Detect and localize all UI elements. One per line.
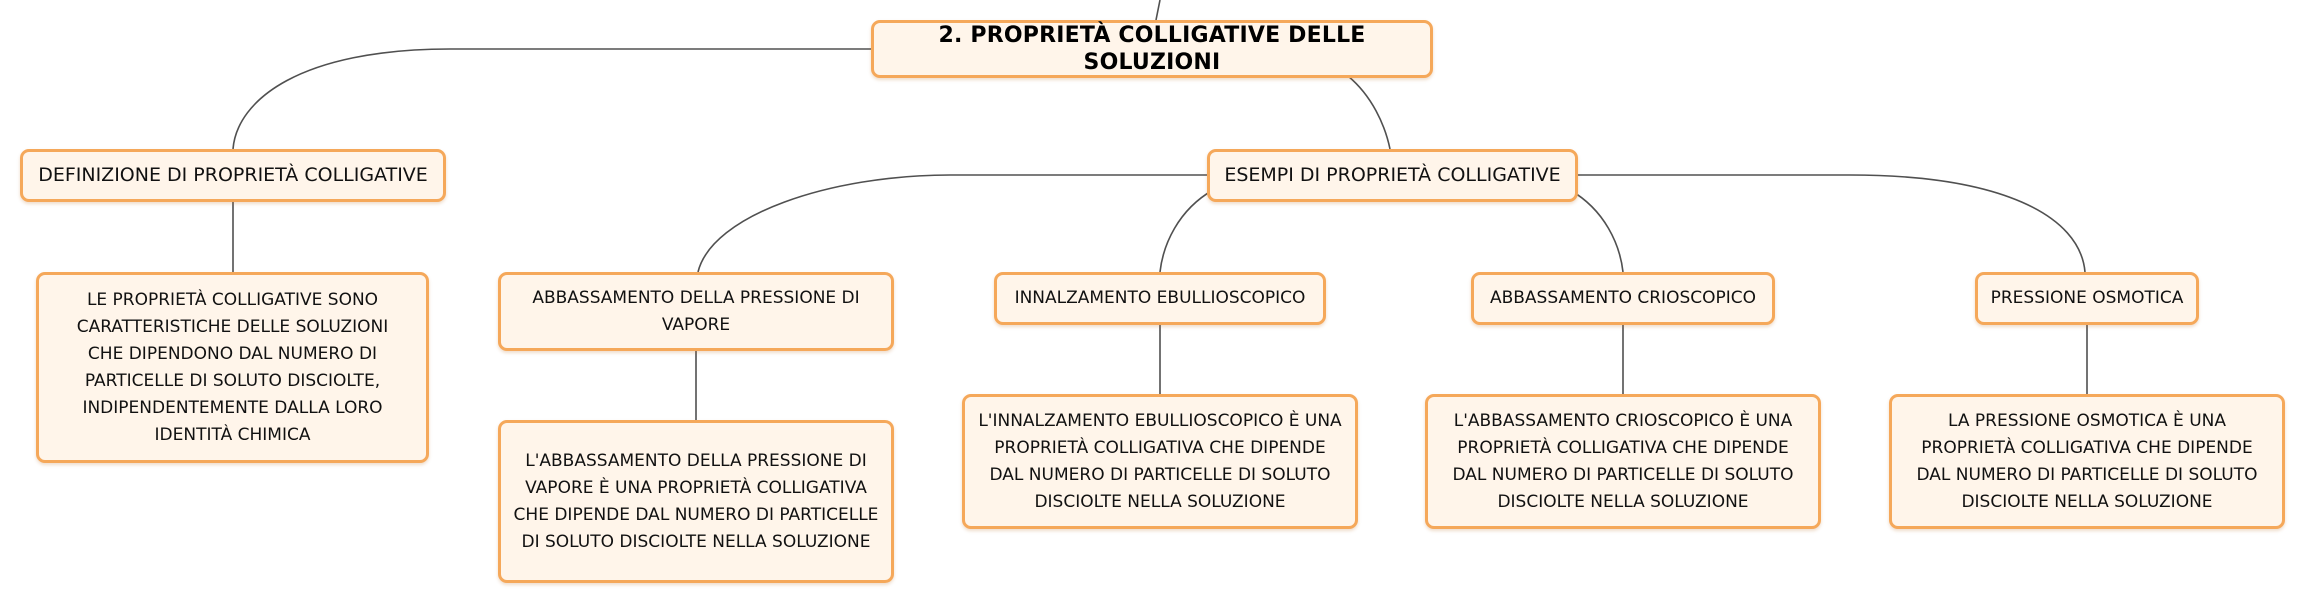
connector-examples-vapour: [697, 174, 1208, 273]
definition-topic-label: DEFINIZIONE DI PROPRIETÀ COLLIGATIVE: [38, 164, 428, 186]
cryoscopic-topic-node[interactable]: ABBASSAMENTO CRIOSCOPICO: [1471, 272, 1775, 325]
ebullioscopic-topic-label: INNALZAMENTO EBULLIOSCOPICO: [1014, 288, 1306, 308]
connector-examples-cryoscopic: [1569, 189, 1624, 273]
definition-text-node[interactable]: LE PROPRIETÀ COLLIGATIVE SONO CARATTERIS…: [36, 272, 429, 463]
examples-topic-node[interactable]: ESEMPI DI PROPRIETÀ COLLIGATIVE: [1207, 149, 1578, 202]
vapour-pressure-text-node[interactable]: L'ABBASSAMENTO DELLA PRESSIONE DI VAPORE…: [498, 420, 894, 583]
osmotic-text-label: LA PRESSIONE OSMOTICA È UNA PROPRIETÀ CO…: [1916, 410, 2258, 512]
osmotic-topic-label: PRESSIONE OSMOTICA: [1990, 288, 2184, 308]
connector-incoming-parent: [1155, 0, 1161, 21]
connector-root-examples: [1347, 75, 1391, 150]
cryoscopic-text-node[interactable]: L'ABBASSAMENTO CRIOSCOPICO È UNA PROPRIE…: [1425, 394, 1821, 529]
osmotic-topic-node[interactable]: PRESSIONE OSMOTICA: [1975, 272, 2199, 325]
definition-topic-node[interactable]: DEFINIZIONE DI PROPRIETÀ COLLIGATIVE: [20, 149, 446, 202]
vapour-pressure-text-label: L'ABBASSAMENTO DELLA PRESSIONE DI VAPORE…: [513, 450, 879, 552]
ebullioscopic-text-label: L'INNALZAMENTO EBULLIOSCOPICO È UNA PROP…: [978, 410, 1342, 512]
root-topic-label: 2. PROPRIETÀ COLLIGATIVE DELLE SOLUZIONI: [938, 23, 1366, 75]
vapour-pressure-topic-label: ABBASSAMENTO DELLA PRESSIONE DI VAPORE: [532, 287, 860, 335]
vapour-pressure-topic-node[interactable]: ABBASSAMENTO DELLA PRESSIONE DI VAPORE: [498, 272, 894, 351]
cryoscopic-text-label: L'ABBASSAMENTO CRIOSCOPICO È UNA PROPRIE…: [1452, 410, 1794, 512]
connector-examples-osmotic: [1578, 174, 2086, 273]
examples-topic-label: ESEMPI DI PROPRIETÀ COLLIGATIVE: [1224, 164, 1561, 186]
connector-examples-ebullioscopic: [1159, 189, 1214, 273]
connector-root-definition: [232, 48, 871, 150]
cryoscopic-topic-label: ABBASSAMENTO CRIOSCOPICO: [1489, 288, 1757, 308]
root-topic-node[interactable]: 2. PROPRIETÀ COLLIGATIVE DELLE SOLUZIONI: [871, 20, 1433, 78]
ebullioscopic-text-node[interactable]: L'INNALZAMENTO EBULLIOSCOPICO È UNA PROP…: [962, 394, 1358, 529]
definition-text-label: LE PROPRIETÀ COLLIGATIVE SONO CARATTERIS…: [76, 289, 389, 445]
ebullioscopic-topic-node[interactable]: INNALZAMENTO EBULLIOSCOPICO: [994, 272, 1326, 325]
osmotic-text-node[interactable]: LA PRESSIONE OSMOTICA È UNA PROPRIETÀ CO…: [1889, 394, 2285, 529]
